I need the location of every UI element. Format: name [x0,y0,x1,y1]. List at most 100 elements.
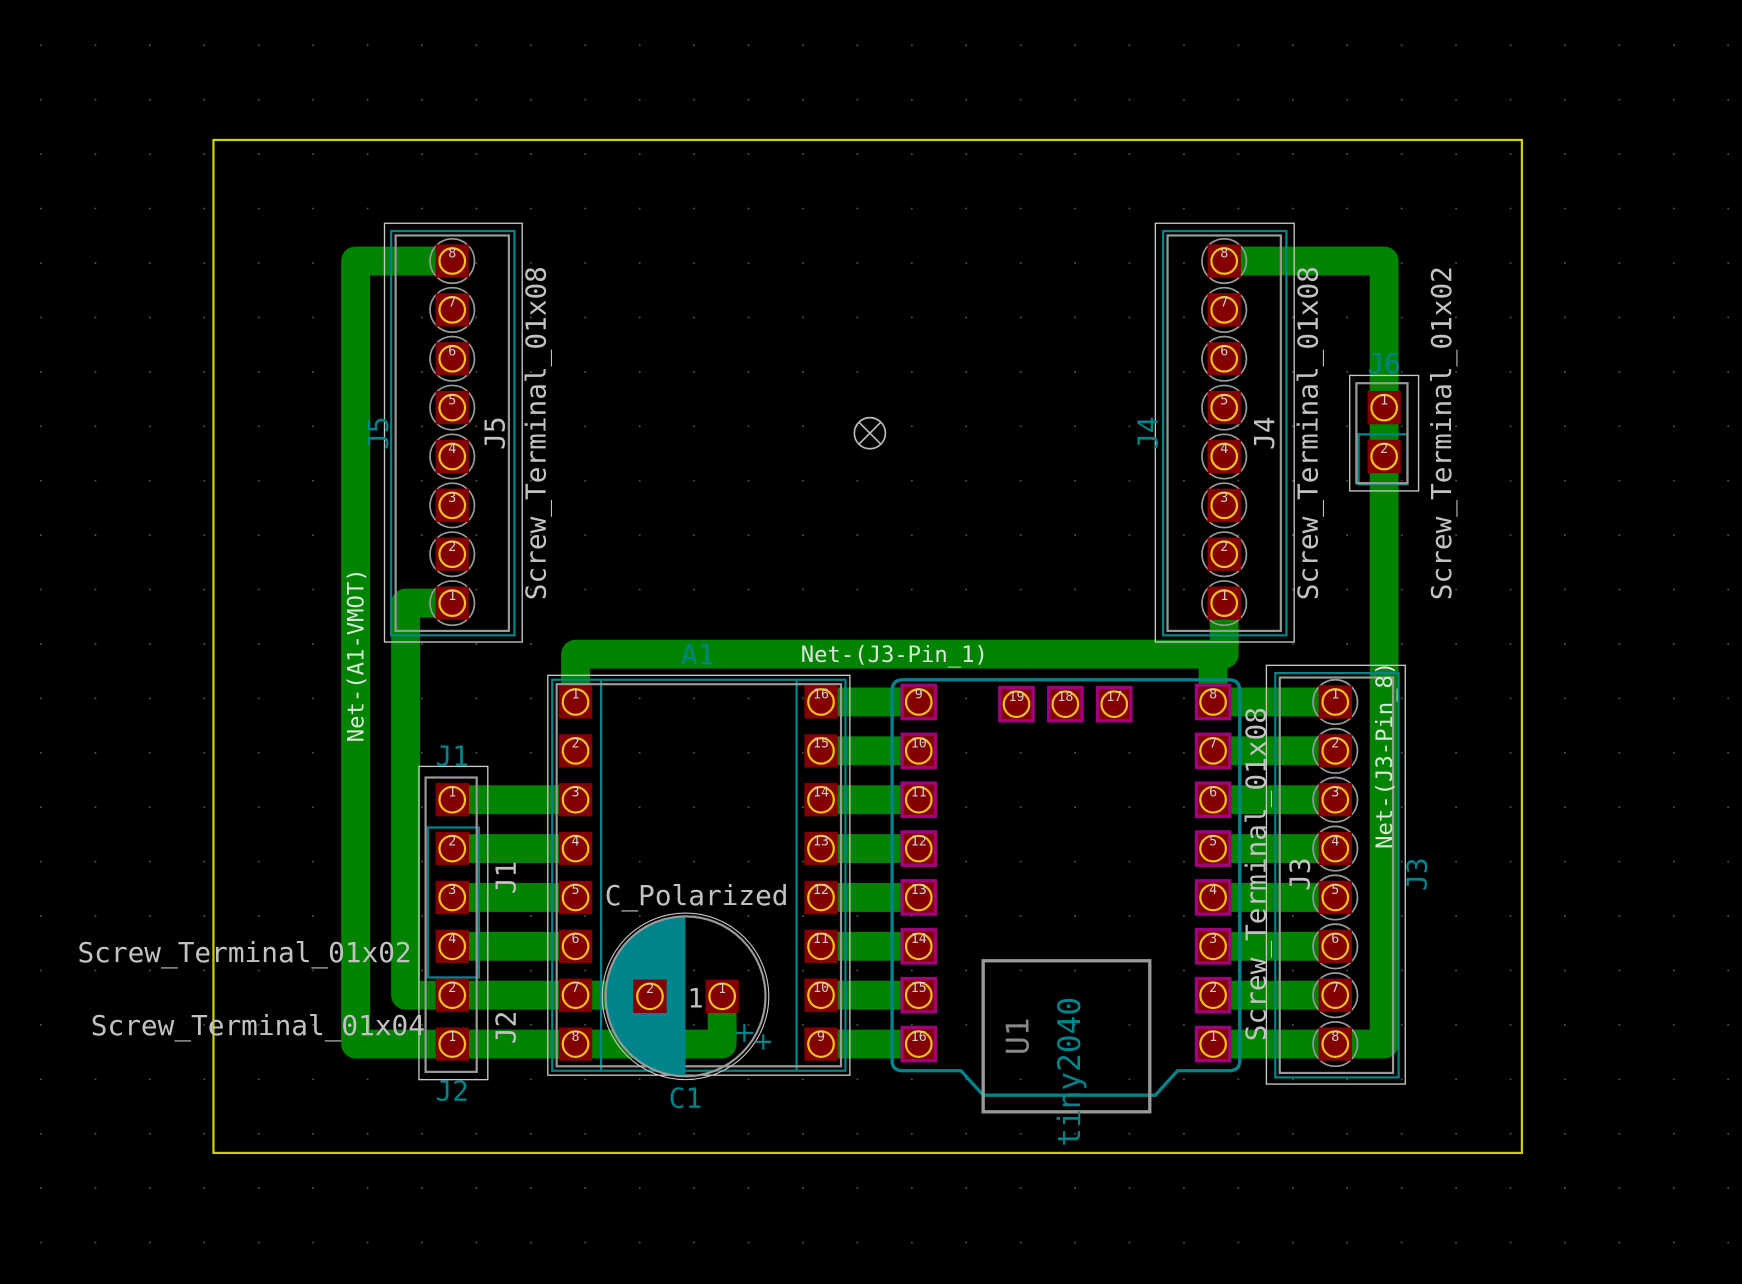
pad-4[interactable]: 4 [1201,433,1248,480]
terminal-outline [429,335,476,382]
pad-15[interactable]: 15 [804,734,838,768]
pad-18[interactable]: 18 [1047,685,1084,723]
pin-number: 10 [813,981,829,996]
pad-1[interactable]: 1 [435,783,469,817]
pad-14[interactable]: 14 [900,928,938,965]
pad-6[interactable]: 6 [1312,923,1359,970]
pad-3[interactable]: 3 [1194,928,1232,965]
pad-7[interactable]: 7 [558,978,593,1012]
pad-2[interactable]: 2 [558,734,593,768]
pad-12[interactable]: 12 [900,830,938,867]
grid-dot [1019,1132,1022,1135]
pad-1[interactable]: 1 [558,685,593,719]
grid-dot [1291,534,1294,536]
pad-5[interactable]: 5 [1201,384,1248,431]
grid-dot [257,98,260,101]
pad-3[interactable]: 3 [558,783,593,817]
pad-7[interactable]: 7 [1194,732,1232,770]
pad-3[interactable]: 3 [435,880,469,915]
pad-drill-ring [561,736,590,765]
grid-dot [94,969,97,972]
pad-4[interactable]: 4 [1312,825,1359,872]
grid-dot [638,153,641,155]
pad-3[interactable]: 3 [429,482,476,529]
grid-dot [312,534,314,536]
grid-dot [40,1241,42,1244]
pad-17[interactable]: 17 [1095,685,1133,723]
pad-14[interactable]: 14 [804,783,838,817]
pad-10[interactable]: 10 [900,732,938,770]
pad-13[interactable]: 13 [804,831,838,866]
pad-7[interactable]: 7 [1201,286,1248,333]
grid-dot [1128,479,1131,482]
pad-1[interactable]: 1 [429,580,476,627]
pad-9[interactable]: 9 [900,683,938,721]
pad-5[interactable]: 5 [558,880,593,915]
pad-1[interactable]: 1 [1194,1025,1232,1063]
pad-8[interactable]: 8 [1194,683,1232,721]
grid-dot [693,588,695,591]
pad-1[interactable]: 1 [705,979,739,1013]
pad-11[interactable]: 11 [804,929,838,963]
grid-dot [1019,969,1022,972]
j1-courtyard [418,765,489,1081]
pad-5[interactable]: 5 [429,384,476,431]
pad-8[interactable]: 8 [429,237,476,285]
pad-2[interactable]: 2 [1367,439,1401,474]
pad-1[interactable]: 1 [1367,390,1401,425]
pad-15[interactable]: 15 [900,976,938,1014]
pad-5[interactable]: 5 [1194,830,1232,867]
pad-1[interactable]: 1 [435,1027,469,1061]
pad-8[interactable]: 8 [1201,237,1248,285]
grid-dot [149,1024,151,1026]
grid-dot [203,643,206,645]
pad-4[interactable]: 4 [558,831,593,866]
grid-dot [1237,1187,1240,1190]
pad-2[interactable]: 2 [1201,531,1248,578]
pad-9[interactable]: 9 [804,1027,838,1061]
grid-dot [1564,643,1566,645]
pad-12[interactable]: 12 [804,880,838,915]
pad-16[interactable]: 16 [900,1025,938,1063]
pin-number: 3 [1209,932,1217,947]
pad-2[interactable]: 2 [435,831,469,866]
pad-2[interactable]: 2 [633,979,667,1013]
pad-6[interactable]: 6 [1194,781,1232,819]
grid-dot [421,915,423,917]
pad-4[interactable]: 4 [435,929,469,963]
pin-number: 6 [572,932,580,947]
pad-4[interactable]: 4 [429,433,476,480]
pad-3[interactable]: 3 [1201,482,1248,529]
pad-2[interactable]: 2 [429,531,476,578]
pad-11[interactable]: 11 [900,781,938,819]
pad-2[interactable]: 2 [1312,727,1359,774]
pad-6[interactable]: 6 [429,335,476,382]
pad-8[interactable]: 8 [558,1027,593,1061]
pad-5[interactable]: 5 [1312,874,1359,921]
pad-8[interactable]: 8 [1312,1021,1359,1068]
pad-10[interactable]: 10 [804,978,838,1012]
pad-13[interactable]: 13 [900,879,938,916]
pad-7[interactable]: 7 [429,286,476,333]
grid-dot [421,370,423,373]
grid-dot [1455,860,1457,863]
pad-3[interactable]: 3 [1312,776,1359,823]
grid-dot [1564,316,1566,319]
pad-2[interactable]: 2 [1194,976,1232,1014]
pad-copper [1194,732,1232,770]
pad-6[interactable]: 6 [1201,335,1248,382]
pad-2[interactable]: 2 [435,978,469,1012]
pad-19[interactable]: 19 [998,685,1035,723]
pad-7[interactable]: 7 [1312,972,1359,1019]
pad-1[interactable]: 1 [1312,678,1359,726]
grid-dot [530,370,532,373]
pad-1[interactable]: 1 [1201,580,1248,627]
pad-4[interactable]: 4 [1194,879,1232,916]
pad-6[interactable]: 6 [558,929,593,963]
grid-dot [1019,1078,1022,1081]
grid-dot [94,915,97,917]
terminal-outline [1312,727,1359,774]
grid-dot [1400,588,1403,591]
pad-16[interactable]: 16 [804,685,838,719]
